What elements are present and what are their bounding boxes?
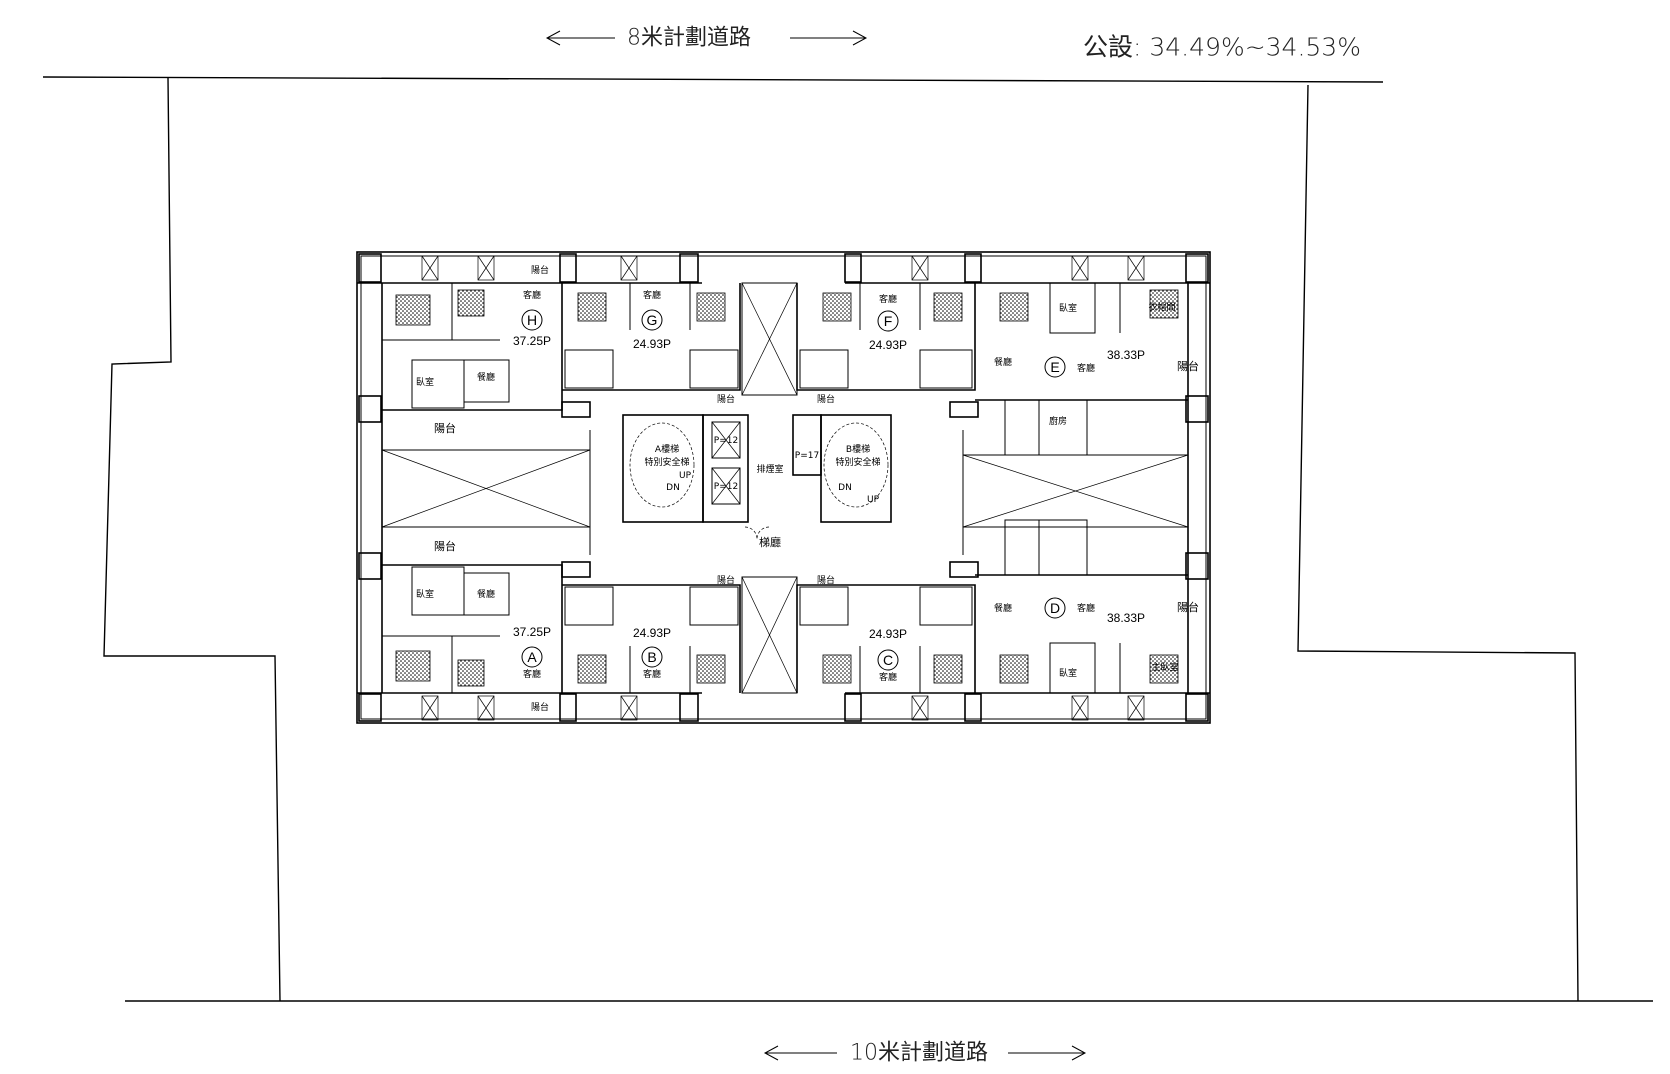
unit-h-area: 37.25P: [513, 334, 551, 348]
unit-g-area: 24.93P: [633, 337, 671, 351]
special-stair-label-right: 特別安全梯: [835, 456, 880, 468]
unit-f-letter: F: [884, 313, 893, 329]
stair-b-label: B樓梯: [846, 443, 870, 455]
building-outline: [356, 251, 1211, 724]
balcony-label-h: 陽台: [434, 421, 456, 435]
unit-b-marker: B 24.93P: [633, 626, 671, 668]
bedroom-h: 臥室: [416, 376, 434, 388]
living-room-d: 客廳: [1077, 602, 1095, 614]
smoke-exhaust-room-label: 排煙室: [756, 463, 783, 475]
bedroom-d: 臥室: [1059, 667, 1077, 679]
master-bedroom-d: 主臥室: [1151, 661, 1178, 673]
unit-walls: [382, 282, 1188, 694]
window-markers: [421, 255, 1145, 721]
elevator-hall-label: 梯廳: [759, 535, 781, 549]
dining-a: 餐廳: [477, 588, 495, 600]
stair-down-left: DN: [666, 483, 680, 493]
balcony-label-bottom: 陽台: [531, 701, 549, 713]
unit-g-letter: G: [647, 312, 658, 328]
living-room-e: 客廳: [1077, 362, 1095, 374]
dining-e: 餐廳: [994, 356, 1012, 368]
light-well-left: [381, 449, 591, 528]
balcony-label-g: 陽台: [717, 393, 735, 405]
unit-e-area: 38.33P: [1107, 348, 1145, 362]
balcony-label-e: 陽台: [1177, 359, 1199, 373]
bedroom-e: 臥室: [1059, 302, 1077, 314]
core: [382, 414, 964, 555]
structural-columns: [358, 253, 1209, 722]
kitchen-e: 廚房: [1049, 415, 1067, 427]
bottom-road-text: 10米計劃道路: [850, 1041, 988, 1066]
living-room-h: 客廳: [523, 289, 541, 301]
dining-h: 餐廳: [477, 371, 495, 383]
unit-d-area: 38.33P: [1107, 611, 1145, 625]
stair-up-left: UP: [679, 471, 692, 481]
unit-e-marker: E 38.33P: [1044, 348, 1145, 378]
bed-furniture: [395, 289, 1179, 687]
balcony-label-c: 陽台: [817, 574, 835, 586]
balcony-label-b: 陽台: [717, 574, 735, 586]
balcony-label-a: 陽台: [434, 539, 456, 553]
unit-e-letter: E: [1050, 359, 1059, 375]
unit-d-letter: D: [1050, 600, 1060, 616]
bedroom-a: 臥室: [416, 588, 434, 600]
balcony-label-top: 陽台: [531, 264, 549, 276]
site-boundary: [42, 76, 1653, 1002]
unit-h-marker: H 37.25P: [513, 309, 551, 348]
bottom-road-label: 10米計劃道路: [763, 1041, 1087, 1066]
stair-a-label: A樓梯: [655, 443, 679, 455]
balcony-label-d: 陽台: [1177, 600, 1199, 614]
unit-f-area: 24.93P: [869, 338, 907, 352]
special-stair-label-left: 特別安全梯: [644, 456, 689, 468]
unit-c-letter: C: [883, 652, 893, 668]
light-well-bottom-middle: [741, 576, 798, 694]
unit-a-letter: A: [527, 649, 537, 665]
elevator-1-capacity: P=12: [714, 436, 738, 446]
unit-d-marker: D 38.33P: [1044, 597, 1145, 625]
living-room-b: 客廳: [643, 668, 661, 680]
light-well-top-middle: [741, 282, 798, 396]
top-road-label: 8米計劃道路: [545, 26, 868, 51]
top-road-text: 8米計劃道路: [627, 26, 751, 51]
living-room-f: 客廳: [879, 293, 897, 305]
living-room-a: 客廳: [523, 668, 541, 680]
unit-a-area: 37.25P: [513, 625, 551, 639]
unit-h-letter: H: [527, 312, 537, 328]
dining-d: 餐廳: [994, 602, 1012, 614]
unit-c-area: 24.93P: [869, 627, 907, 641]
elevator-2-capacity: P=12: [714, 482, 738, 492]
unit-b-area: 24.93P: [633, 626, 671, 640]
unit-a-marker: A 37.25P: [513, 625, 551, 668]
unit-c-marker: C 24.93P: [869, 627, 907, 671]
living-room-g: 客廳: [643, 289, 661, 301]
accessible-elevator-capacity: P=17: [795, 451, 819, 461]
living-room-c: 客廳: [879, 671, 897, 683]
unit-f-marker: F 24.93P: [869, 310, 907, 352]
unit-g-marker: G 24.93P: [633, 309, 671, 351]
public-facility-ratio: 公設: 34.49%~34.53%: [1083, 33, 1361, 62]
stair-up-right: UP: [867, 495, 880, 505]
closet-e: 衣帽間: [1148, 301, 1175, 313]
unit-b-letter: B: [647, 649, 656, 665]
balcony-label-f: 陽台: [817, 393, 835, 405]
light-well-right: [962, 454, 1189, 528]
stair-down-right: DN: [838, 483, 852, 493]
